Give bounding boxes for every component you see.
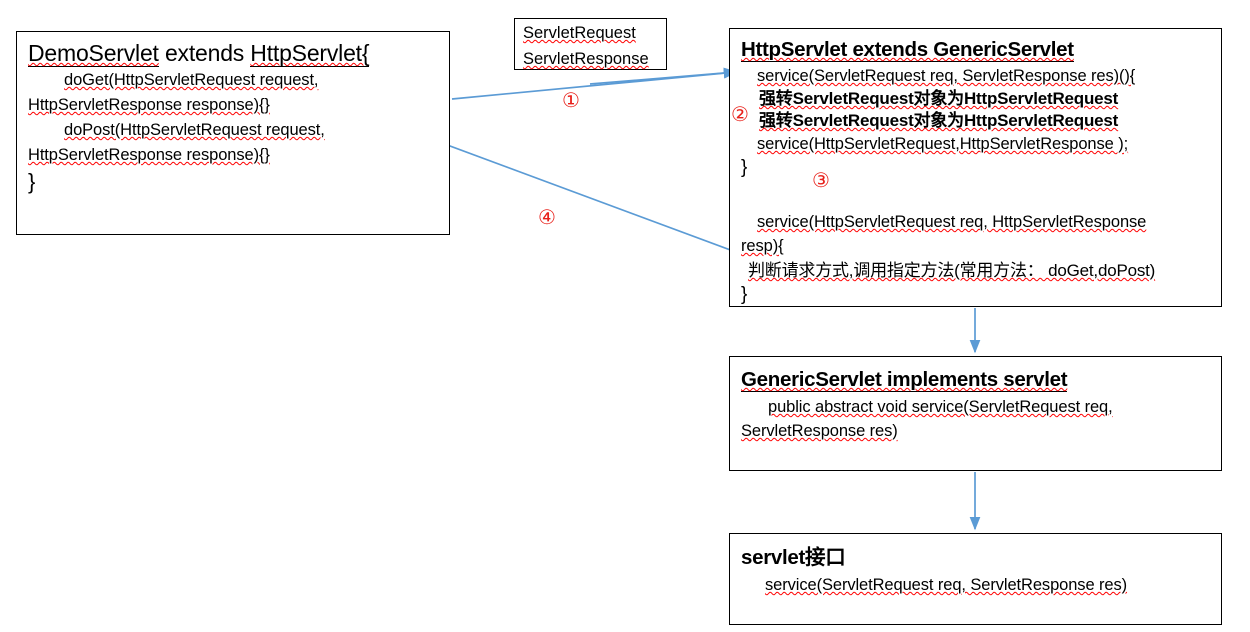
httpservlet-spacer bbox=[730, 180, 1221, 210]
httpservlet-line-dispatch-comment: 判断请求方式,调用指定方法(常用方法： doGet,doPost) bbox=[748, 261, 1156, 280]
step-marker-4: ④ bbox=[538, 205, 556, 229]
servletinterface-line-1: service(ServletRequest req, ServletRespo… bbox=[765, 576, 1128, 594]
step-marker-3: ③ bbox=[812, 168, 830, 192]
demoservlet-title: DemoServlet extends HttpServlet{ bbox=[17, 32, 449, 68]
genericservlet-line-1: public abstract void service(ServletRequ… bbox=[768, 398, 1113, 416]
httpservlet-line-service-signature: service(ServletRequest req, ServletRespo… bbox=[757, 67, 1136, 85]
httpservlet-line-service-call: service(HttpServletRequest,HttpServletRe… bbox=[757, 135, 1129, 153]
box-httpservlet: HttpServlet extends GenericServlet servi… bbox=[729, 28, 1222, 307]
arrow-demoservlet-to-httpservlet-service bbox=[451, 67, 738, 100]
servletinterface-title: servlet接口 bbox=[741, 546, 846, 569]
step-marker-1: ① bbox=[562, 88, 580, 112]
servletrequest-label: ServletRequest bbox=[523, 24, 636, 42]
step-marker-2: ② bbox=[731, 102, 749, 126]
genericservlet-title: GenericServlet implements servlet bbox=[741, 368, 1068, 392]
httpservlet-line-service2-b: resp){ bbox=[741, 237, 784, 255]
demoservlet-title-mid: extends bbox=[158, 40, 251, 66]
demoservlet-line-doget-cont: HttpServletResponse response){} bbox=[28, 96, 270, 114]
box-servlet-request-response: ServletRequest ServletResponse bbox=[514, 18, 667, 70]
genericservlet-line-2: ServletResponse res) bbox=[741, 422, 898, 440]
demoservlet-line-dopost: doPost(HttpServletRequest request, bbox=[64, 121, 325, 139]
box-servlet-interface: servlet接口 service(ServletRequest req, Se… bbox=[729, 533, 1222, 625]
demoservlet-title-prefix: DemoServlet bbox=[28, 40, 159, 67]
demoservlet-closing-brace: } bbox=[28, 169, 36, 194]
httpservlet-title: HttpServlet extends GenericServlet bbox=[741, 38, 1074, 62]
demoservlet-title-suffix: HttpServlet{ bbox=[250, 40, 370, 67]
demoservlet-line-dopost-cont: HttpServletResponse response){} bbox=[28, 146, 270, 164]
httpservlet-line-cast-1: 强转ServletRequest对象为HttpServletRequest bbox=[759, 89, 1119, 108]
httpservlet-closing-brace-1: } bbox=[741, 157, 748, 178]
box-demoservlet: DemoServlet extends HttpServlet{ doGet(H… bbox=[16, 31, 450, 235]
servletresponse-label: ServletResponse bbox=[523, 50, 649, 68]
demoservlet-line-doget: doGet(HttpServletRequest request, bbox=[64, 71, 319, 89]
box-genericservlet: GenericServlet implements servlet public… bbox=[729, 356, 1222, 471]
httpservlet-closing-brace-2: } bbox=[741, 284, 748, 305]
httpservlet-line-cast-2: 强转ServletRequest对象为HttpServletRequest bbox=[759, 111, 1119, 130]
httpservlet-line-service2-a: service(HttpServletRequest req, HttpServ… bbox=[757, 213, 1147, 231]
arrow-servletreqres-to-httpservlet bbox=[589, 67, 738, 85]
